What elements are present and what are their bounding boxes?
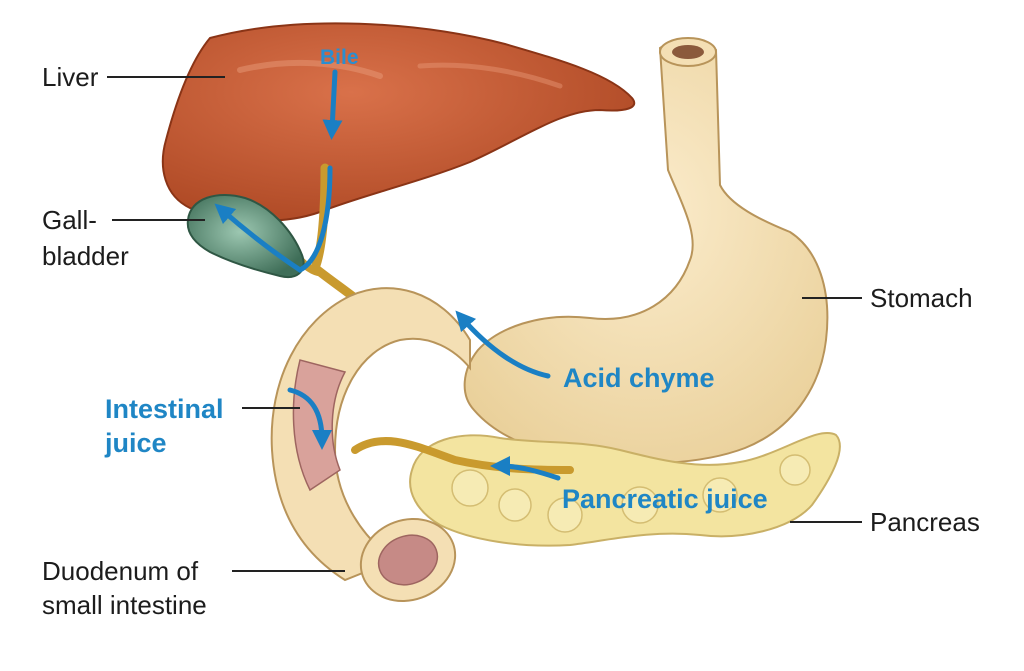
bile-label: Bile — [320, 46, 359, 69]
pancreas-label: Pancreas — [870, 507, 980, 537]
pancreatic-juice-label: Pancreatic juice — [562, 484, 768, 514]
intestinal-juice-label-line2: juice — [104, 428, 167, 458]
liver-label: Liver — [42, 62, 99, 92]
gallbladder-label-line1: Gall- — [42, 205, 97, 235]
intestinal-juice-arrow — [287, 387, 332, 450]
intestinal-juice-label-line1: Intestinal — [105, 394, 224, 424]
stomach-label: Stomach — [870, 283, 973, 313]
acid-chyme-label: Acid chyme — [563, 363, 715, 393]
bile-arrow — [322, 69, 343, 140]
gallbladder-label-line2: bladder — [42, 241, 129, 271]
pancreas — [409, 432, 841, 547]
liver — [161, 22, 636, 222]
duodenum-label-line1: Duodenum of — [42, 556, 199, 586]
duodenum-label-line2: small intestine — [42, 590, 207, 620]
gallbladder-flow-arrow — [214, 165, 333, 273]
pancreatic-juice-arrow — [490, 456, 561, 481]
pancreatic-duct — [351, 437, 574, 474]
acid-chyme-arrow — [455, 310, 551, 379]
